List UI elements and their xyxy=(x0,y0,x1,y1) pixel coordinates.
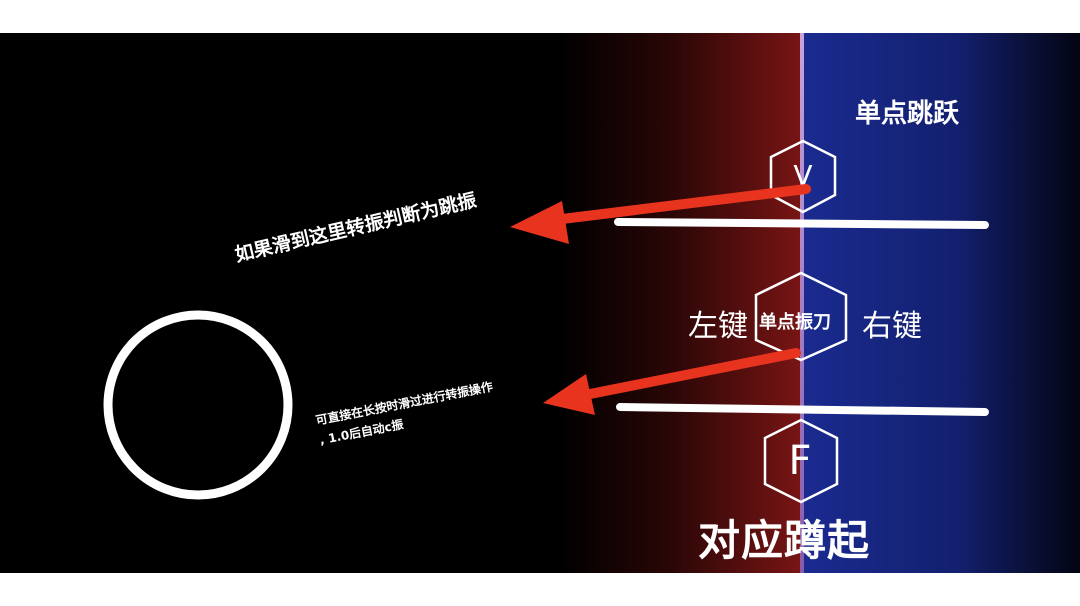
arrow-lower xyxy=(543,348,801,415)
upper-slide-line xyxy=(614,218,989,229)
single-knife-hexagon[interactable] xyxy=(754,271,848,362)
f-key-hexagon[interactable] xyxy=(763,418,839,504)
right-key-label: 右键 xyxy=(862,309,922,344)
joystick-circle[interactable] xyxy=(103,310,293,500)
v-key-label: V xyxy=(793,159,812,192)
single-jump-label: 单点跳跃 xyxy=(855,99,960,129)
v-key-hexagon[interactable] xyxy=(769,139,837,214)
single-knife-label: 单点振刀 xyxy=(759,312,831,333)
zone-divider xyxy=(800,33,804,573)
arrow-upper xyxy=(510,184,811,244)
left-zone[interactable] xyxy=(560,33,804,573)
overlay-graphics: V F xyxy=(103,139,989,504)
game-canvas: V F 单点跳跃 左键 右键 单点振刀 对应蹲起 如果滑到这里转振判断为跳振 可… xyxy=(0,33,1080,573)
f-key-label: F xyxy=(788,438,811,484)
lower-slide-line xyxy=(616,403,989,416)
right-zone[interactable] xyxy=(804,33,1080,573)
crouch-label: 对应蹲起 xyxy=(698,516,871,565)
left-key-label: 左键 xyxy=(688,309,748,344)
